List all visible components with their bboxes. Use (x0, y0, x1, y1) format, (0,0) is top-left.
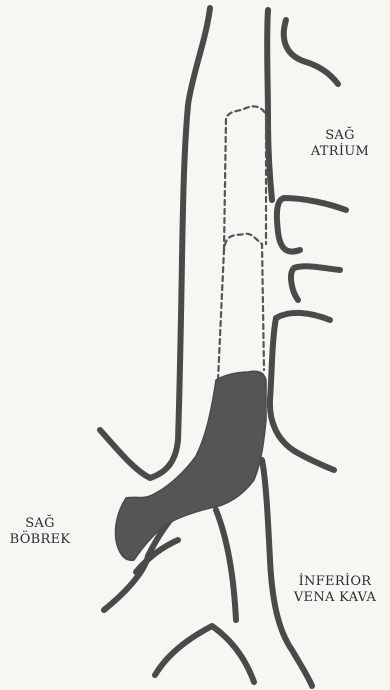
tumor-mass (115, 371, 266, 560)
ivc-right-wall-upper (267, 10, 272, 200)
thrombus-upper-outline (224, 106, 266, 250)
ivc-left-wall (150, 8, 210, 478)
left-iliac-wall (155, 626, 254, 682)
hepatic-vein-2 (291, 266, 340, 300)
right-kidney-label-line2: BÖBREK (0, 532, 80, 548)
ivc-label-line1: İNFERİOR (280, 574, 390, 590)
right-kidney-label-line1: SAĞ (0, 516, 80, 532)
inferior-vena-cava-label: İNFERİOR VENA KAVA (280, 574, 390, 606)
right-atrium-label-line1: SAĞ (300, 128, 380, 144)
ivc-right-wall-lower (262, 460, 312, 686)
atrium-contour (284, 20, 338, 84)
ivc-label-line2: VENA KAVA (280, 590, 390, 606)
ivc-right-wall-mid (270, 313, 330, 452)
ivc-inner-wall (216, 510, 236, 620)
renal-vein-upper-wall (100, 430, 150, 478)
right-atrium-label: SAĞ ATRİUM (300, 128, 380, 160)
ivc-right-flare (296, 452, 334, 470)
thrombus-outline (218, 234, 264, 380)
right-atrium-label-line2: ATRİUM (300, 144, 380, 160)
hepatic-vein-1 (277, 198, 346, 252)
right-kidney-label: SAĞ BÖBREK (0, 516, 80, 548)
